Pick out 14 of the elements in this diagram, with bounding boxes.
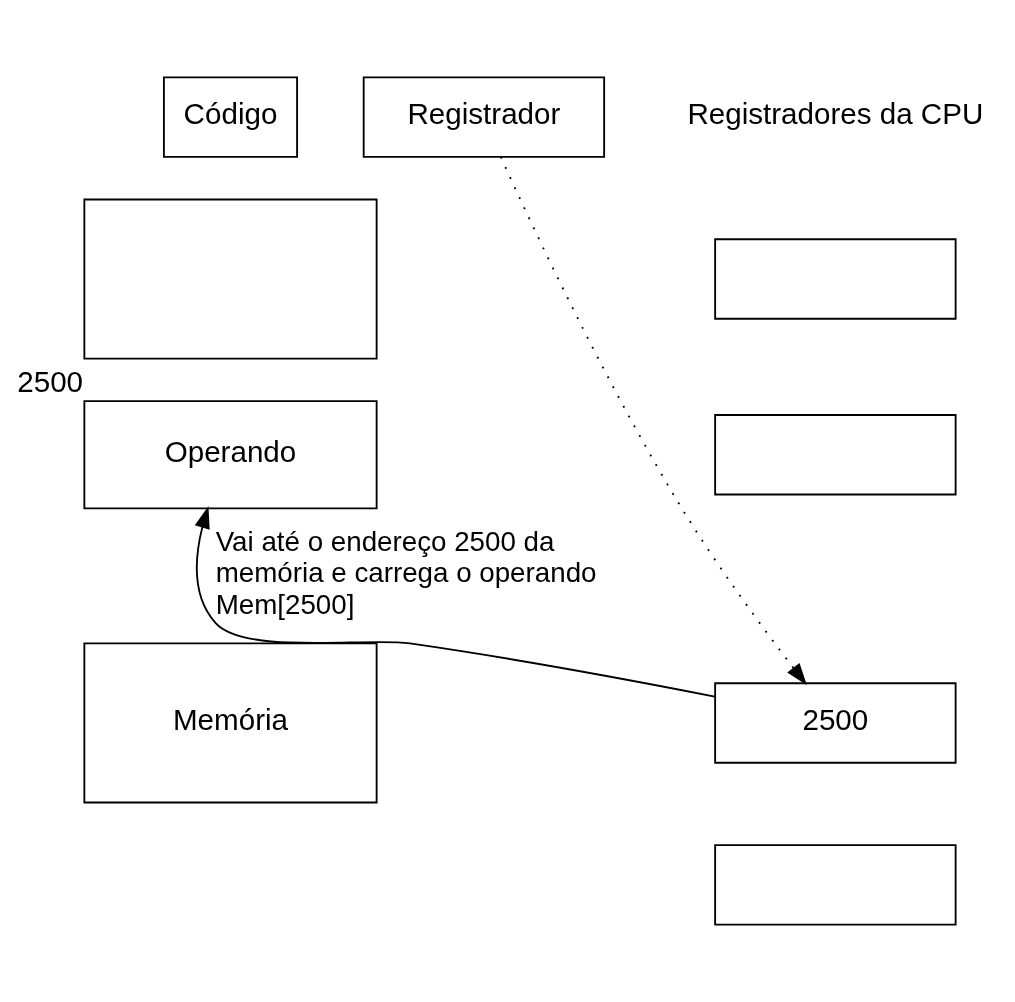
node-label: 2500 bbox=[17, 364, 84, 398]
node-box: Operando bbox=[83, 400, 378, 510]
node-box: Memória bbox=[83, 642, 378, 804]
node-box: Código bbox=[162, 76, 298, 158]
node-box bbox=[83, 198, 378, 360]
node-box: 2500 bbox=[714, 682, 957, 764]
node-box bbox=[714, 414, 957, 496]
node-box bbox=[714, 238, 957, 320]
label: Registradores da CPU bbox=[687, 97, 984, 131]
arrow bbox=[194, 506, 716, 698]
arrow bbox=[499, 156, 807, 686]
node-box: Registrador bbox=[362, 76, 606, 158]
node-box bbox=[714, 844, 957, 926]
edge-label: Vai até o endereço 2500 da memória e carrega o operando Mem[2500] bbox=[215, 525, 597, 620]
